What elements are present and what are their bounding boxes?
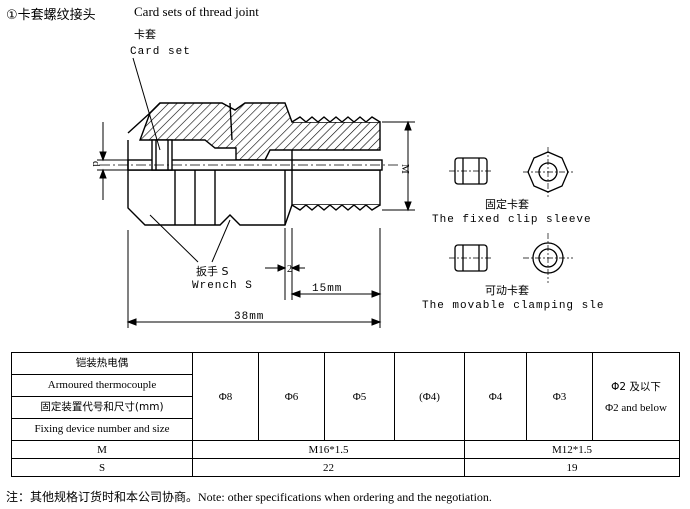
- dim-15-label: 15mm: [312, 283, 342, 295]
- footnote-en: Note: other specifications when ordering…: [198, 490, 492, 504]
- title-chinese: ①卡套螺纹接头: [6, 8, 96, 23]
- title-english: Card sets of thread joint: [134, 4, 259, 19]
- table-row-m: M M16*1.5 M12*1.5: [11, 440, 680, 459]
- wrench-label-cn: 扳手 S: [196, 264, 228, 278]
- header-cn1: 铠装热电偶: [12, 353, 192, 375]
- fitting-body: [100, 102, 400, 226]
- m-value-small: M12*1.5: [464, 440, 680, 459]
- s-value-large: 22: [192, 458, 465, 477]
- s-value-small: 19: [464, 458, 680, 477]
- size-cell: Φ3: [526, 352, 593, 441]
- fixed-label-cn: 固定卡套: [485, 197, 529, 211]
- wrench-label-en: Wrench S: [192, 280, 253, 292]
- footnote: 注：其他规格订货时和本公司协商。Note: other specificatio…: [6, 488, 492, 505]
- m-value-large: M16*1.5: [192, 440, 465, 459]
- spec-table: 铠装热电偶 Armoured thermocouple 固定装置代号和尺寸(mm…: [11, 352, 680, 477]
- card-set-callout: 卡套 Card set: [130, 28, 191, 151]
- dimension-d: d: [90, 122, 128, 200]
- header-en1: Armoured thermocouple: [12, 375, 192, 397]
- last-size-en: Φ2 and below: [605, 402, 667, 414]
- table-row-header: 铠装热电偶 Armoured thermocouple 固定装置代号和尺寸(mm…: [11, 352, 680, 441]
- dim-38-label: 38mm: [234, 311, 264, 323]
- size-cell-last: Φ2 及以下 Φ2 and below: [592, 352, 680, 441]
- size-cell: (Φ4): [394, 352, 465, 441]
- card-set-label-en: Card set: [130, 46, 191, 58]
- dimension-38: 38mm: [126, 230, 382, 328]
- d-label: d: [90, 161, 102, 167]
- header-en2: Fixing device number and size: [34, 423, 170, 435]
- movable-label-cn: 可动卡套: [485, 284, 529, 297]
- table-header-cell: 铠装热电偶 Armoured thermocouple 固定装置代号和尺寸(mm…: [11, 352, 193, 441]
- last-size-cn: Φ2 及以下: [611, 381, 661, 393]
- wrench-callout: 扳手 S Wrench S: [149, 214, 253, 292]
- table-row-s: S 22 19: [11, 458, 680, 477]
- dim-2-label: 2: [287, 264, 292, 275]
- technical-drawing: 卡套 Card set d M 扳手 S Wrench S 2: [90, 28, 604, 328]
- card-set-label-cn: 卡套: [134, 28, 156, 41]
- fixed-label-en: The fixed clip sleeve: [432, 214, 592, 226]
- row-label-m: M: [11, 440, 193, 459]
- footnote-cn: 注：其他规格订货时和本公司协商。: [6, 490, 199, 504]
- size-cell: Φ8: [192, 352, 259, 441]
- size-cell: Φ6: [258, 352, 325, 441]
- dimension-m: M: [382, 120, 415, 212]
- movable-label-en: The movable clamping sle: [422, 300, 604, 312]
- m-label: M: [399, 164, 411, 174]
- size-cell: Φ5: [324, 352, 395, 441]
- movable-clamping-sleeve: [449, 233, 573, 283]
- fixed-clip-sleeve: [449, 147, 573, 197]
- dimension-2-15: 2 15mm: [265, 228, 382, 300]
- row-label-s: S: [11, 458, 193, 477]
- size-cell: Φ4: [464, 352, 527, 441]
- header-cn2: 固定装置代号和尺寸(mm): [12, 397, 192, 419]
